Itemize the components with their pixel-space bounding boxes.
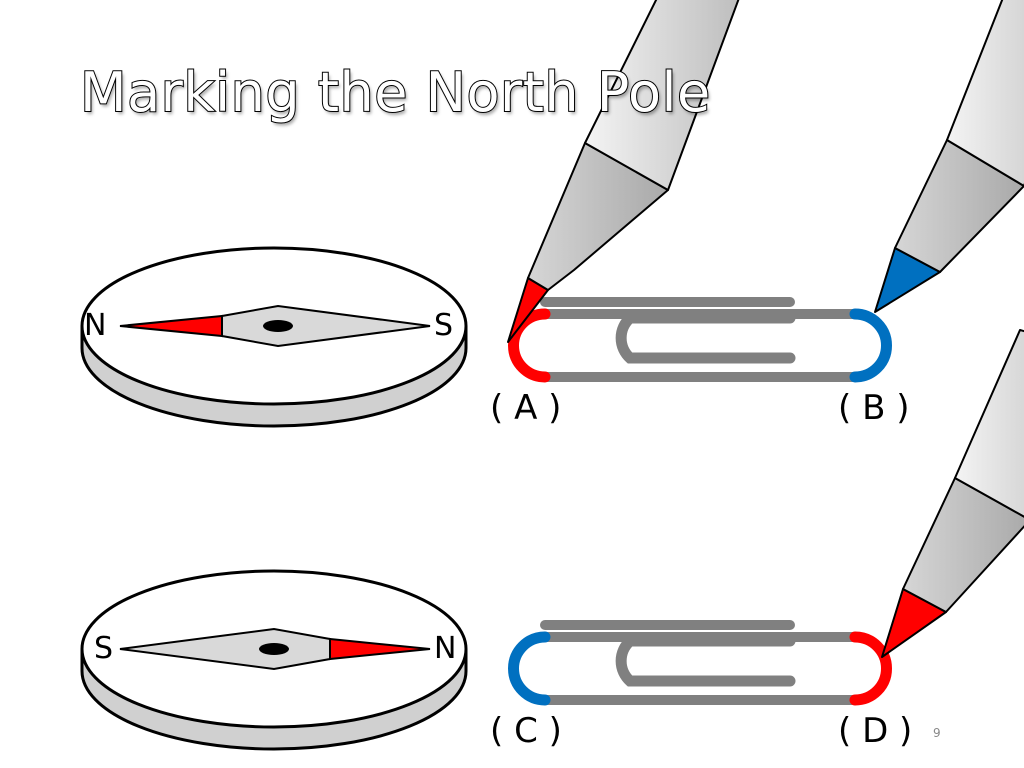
compass-top-left-pole: N	[84, 308, 107, 343]
marker-pen-icon	[874, 0, 1024, 313]
marker-pen-icon	[881, 329, 1024, 658]
label-c: ( C )	[490, 711, 562, 751]
paper-clip-icon	[508, 297, 892, 383]
compass-bottom-left-pole: S	[94, 631, 114, 666]
compass-bottom-right-pole: N	[434, 631, 457, 666]
compass-icon	[80, 246, 468, 428]
paper-clip-icon	[508, 620, 892, 706]
label-d: ( D )	[838, 711, 913, 751]
label-a: ( A )	[490, 388, 562, 428]
compass-top-right-pole: S	[434, 308, 454, 343]
marker-pen-icon	[507, 0, 740, 343]
compass-needle	[119, 304, 431, 348]
compass-icon	[80, 569, 468, 751]
label-b: ( B )	[838, 388, 910, 428]
page-number: 9	[933, 726, 941, 740]
compass-needle	[119, 627, 431, 671]
slide-title: Marking the North Pole	[79, 60, 711, 125]
